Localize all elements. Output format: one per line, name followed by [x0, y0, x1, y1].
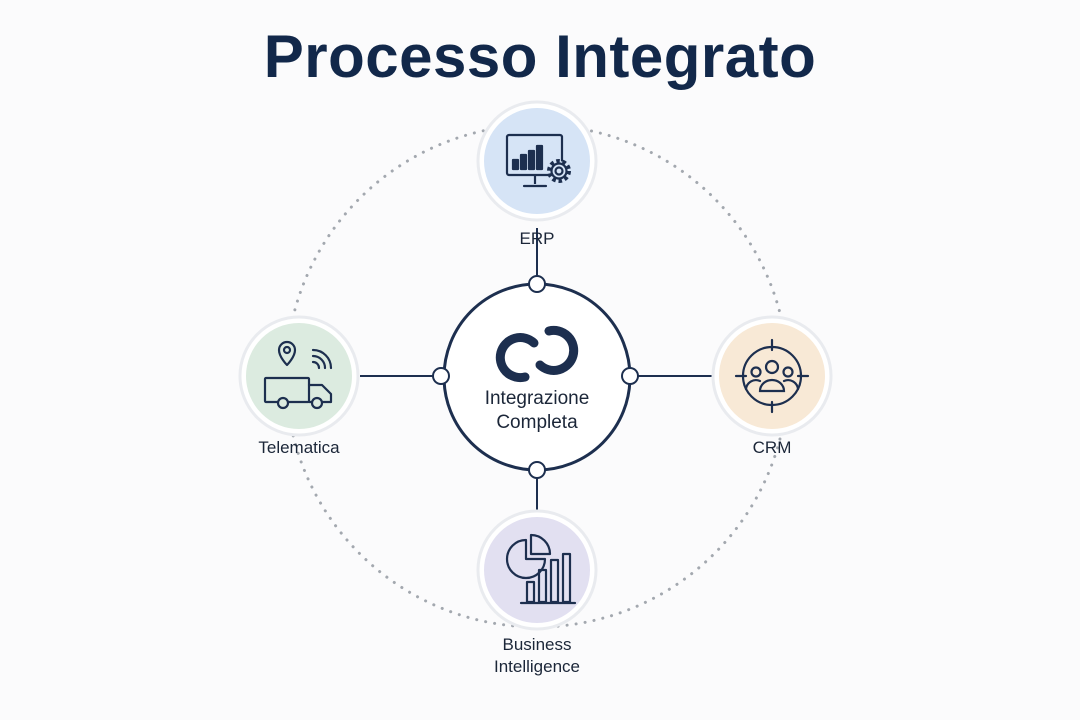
- bi-label: Business Intelligence: [457, 634, 617, 678]
- page-title: Processo Integrato: [263, 23, 817, 90]
- connector-node-left: [432, 367, 450, 385]
- truck-location-icon: [263, 340, 333, 410]
- link-icon: [495, 325, 579, 383]
- center-label: Integrazione Completa: [437, 387, 637, 435]
- center-label-line2: Completa: [496, 412, 578, 433]
- erp-label: ERP: [519, 229, 555, 248]
- connector-node-right: [621, 367, 639, 385]
- bi-label-line2: Intelligence: [493, 657, 580, 676]
- telematica-label: Telematica: [258, 438, 340, 457]
- node-bi: [476, 509, 598, 631]
- connector-node-top: [528, 275, 546, 293]
- center-ring: [442, 282, 632, 472]
- node-crm: [711, 315, 833, 437]
- node-telematica: [238, 315, 360, 437]
- crm-label: CRM: [752, 438, 792, 457]
- center-label-line1: Integrazione: [484, 388, 590, 409]
- connector-node-bottom: [528, 461, 546, 479]
- target-users-icon: [734, 338, 810, 414]
- pie-bar-chart-icon: [505, 533, 577, 605]
- node-erp: [476, 100, 598, 222]
- bi-label-line1: Business: [502, 635, 572, 654]
- monitor-chart-gear-icon: [505, 133, 571, 188]
